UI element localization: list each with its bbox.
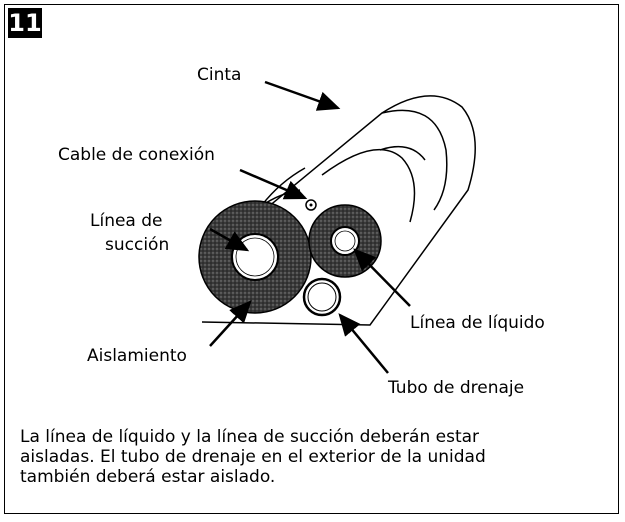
drain-tube xyxy=(302,277,342,317)
caption-line-1: La línea de líquido y la línea de succió… xyxy=(20,427,480,447)
suction-line-insulated xyxy=(198,200,312,314)
insulation-arrow xyxy=(209,300,252,347)
caption-line-3: también deberá estar aislado. xyxy=(20,467,276,487)
liquid-line-label: Línea de líquido xyxy=(410,313,545,333)
connection-cable xyxy=(305,199,317,211)
caption-line-2: aisladas. El tubo de drenaje en el exter… xyxy=(20,447,486,467)
suction-line-label-line2: succión xyxy=(105,235,169,255)
drain-tube-arrow xyxy=(338,313,389,374)
drain-tube-label: Tubo de drenaje xyxy=(387,378,524,398)
connection-cable-arrow xyxy=(239,168,308,200)
connection-cable-label: Cable de conexión xyxy=(58,145,215,165)
tape-label: Cinta xyxy=(197,65,241,85)
step-number-badge: 11 xyxy=(8,8,42,38)
suction-line-arrow xyxy=(209,227,250,252)
insulation-label: Aislamiento xyxy=(87,346,187,366)
liquid-line-arrow xyxy=(353,248,411,307)
figure-frame xyxy=(4,4,619,514)
suction-line-label-line1: Línea de xyxy=(90,211,163,231)
tape-arrow xyxy=(264,80,341,111)
caption: La línea de líquido y la línea de succió… xyxy=(20,427,610,487)
